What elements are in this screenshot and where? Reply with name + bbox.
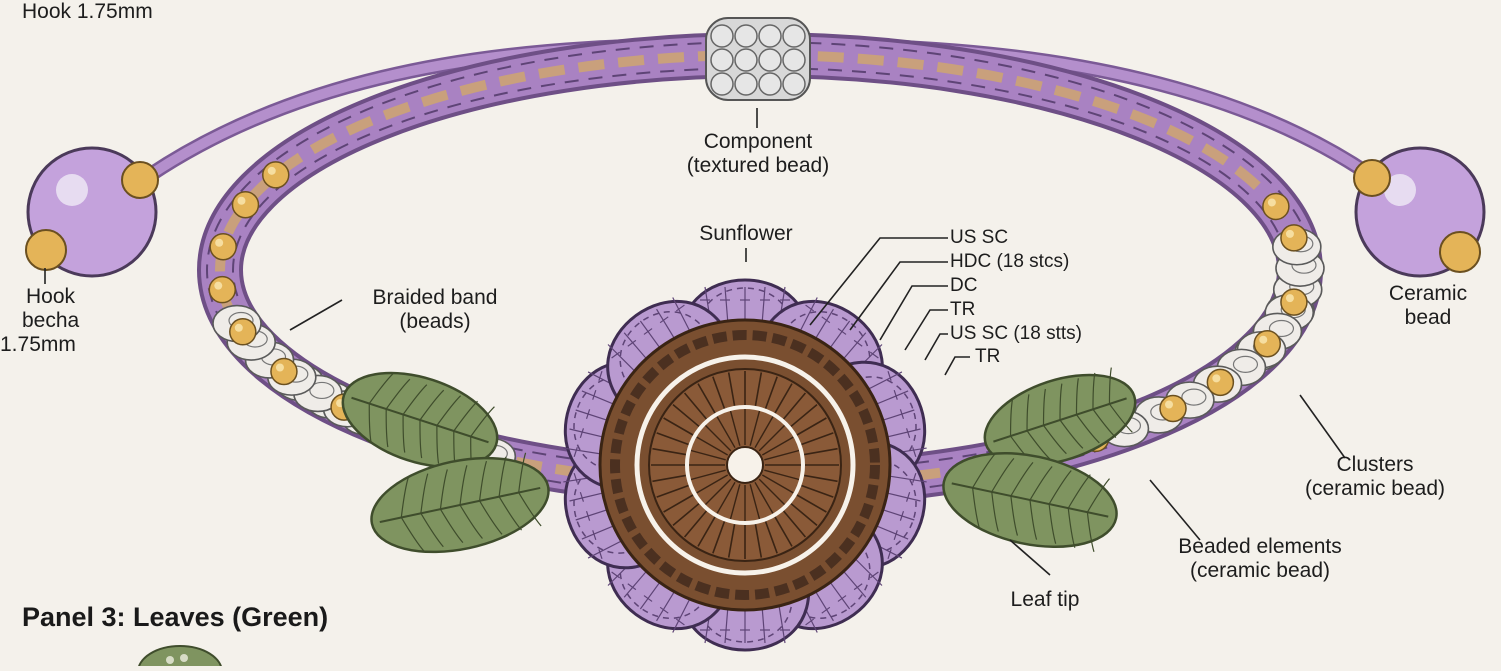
ceramic-bead-label: Ceramic bead [1368,282,1488,330]
stitch-label-hdc: HDC (18 stcs) [950,251,1069,273]
hook-left-label: Hook becha 1.75mm [0,285,120,357]
braided-band-label: Braided band (beads) [340,286,530,334]
braided-band-label-line1: Braided band [340,286,530,310]
stitch-label-tr: TR [950,299,975,321]
clusters-label: Clusters (ceramic bead) [1270,453,1480,501]
leaf-tip-label: Leaf tip [990,588,1100,612]
braided-band-label-line2: (beads) [340,310,530,334]
sunflower-motif-icon [549,278,940,652]
beaded-elements-label-line2: (ceramic bead) [1140,559,1380,583]
hook-left-label-line1: Hook [0,285,120,309]
clusters-label-line2: (ceramic bead) [1270,477,1480,501]
component-label-line1: Component [650,130,866,154]
clusters-label-line1: Clusters [1270,453,1480,477]
component-label: Component (textured bead) [650,130,866,178]
stitch-label-us-sc-18: US SC (18 stts) [950,323,1082,345]
sunflower-label: Sunflower [676,222,816,246]
leaf-thumbnail-icon [138,646,222,666]
hook-top-label: Hook 1.75mm [22,0,153,24]
stitch-label-dc: DC [950,275,977,297]
stitch-label-us-sc: US SC [950,227,1008,249]
hook-left-label-line3: 1.75mm [0,333,120,357]
lilac-bead-icon [26,148,158,276]
hook-left-label-line2: becha [0,309,120,333]
panel-title: Panel 3: Leaves (Green) [22,602,328,633]
stitch-label-tr-2: TR [975,346,1000,368]
beaded-elements-label: Beaded elements (ceramic bead) [1140,535,1380,583]
lilac-bead-icon [1354,148,1484,276]
ceramic-bead-label-line2: bead [1368,306,1488,330]
beaded-elements-label-line1: Beaded elements [1140,535,1380,559]
textured-bead-icon [706,18,810,100]
ceramic-bead-label-line1: Ceramic [1368,282,1488,306]
component-label-line2: (textured bead) [650,154,866,178]
